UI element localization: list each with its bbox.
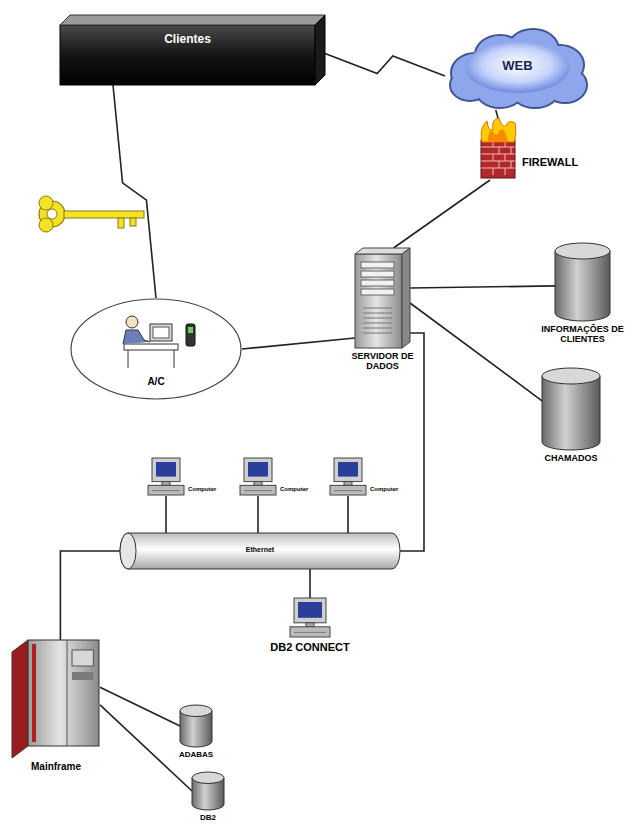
database-cylinder: CHAMADOS bbox=[542, 368, 600, 450]
network-link bbox=[410, 303, 542, 401]
network-link bbox=[410, 286, 555, 288]
computer-icon-outline bbox=[148, 458, 184, 496]
computer-icon: Computer bbox=[240, 458, 276, 496]
ethernet-bus: Ethernet bbox=[120, 533, 400, 569]
firewall-icon-outline bbox=[478, 118, 518, 180]
network-link bbox=[394, 180, 491, 248]
node-caption: FIREWALL bbox=[522, 156, 578, 169]
node-caption: DB2 bbox=[188, 813, 228, 822]
node-caption: ADABAS bbox=[166, 750, 226, 759]
network-link bbox=[165, 496, 167, 533]
network-link bbox=[496, 110, 498, 118]
network-link bbox=[309, 569, 311, 598]
network-link bbox=[347, 496, 349, 533]
computer-icon-outline bbox=[290, 598, 330, 638]
mainframe-cabinet: Mainframe bbox=[12, 640, 100, 758]
network-link bbox=[400, 333, 424, 551]
node-caption: SERVIDOR DE DADOS bbox=[350, 351, 416, 372]
database-cylinder-outline bbox=[555, 243, 610, 321]
network-link bbox=[60, 551, 120, 640]
web-cloud: WEB bbox=[445, 25, 590, 110]
client-box: Clientes bbox=[60, 15, 325, 85]
node-caption: INFORMAÇÕES DE CLIENTES bbox=[541, 324, 625, 345]
database-cylinder-outline bbox=[542, 368, 600, 450]
node-caption: DB2 CONNECT bbox=[255, 641, 365, 654]
node-caption: CHAMADOS bbox=[529, 453, 613, 463]
network-link bbox=[257, 496, 259, 533]
computer-icon: Computer bbox=[330, 458, 366, 496]
database-cylinder: ADABAS bbox=[180, 705, 212, 747]
client-box-outline bbox=[60, 15, 325, 85]
database-cylinder: DB2 bbox=[192, 772, 224, 810]
node-label: A/C bbox=[70, 376, 242, 388]
attendant-ellipse: A/C bbox=[70, 298, 242, 400]
network-link bbox=[100, 705, 192, 791]
mainframe-cabinet-outline bbox=[12, 640, 100, 758]
computer-icon: Computer bbox=[148, 458, 184, 496]
key-icon bbox=[39, 196, 144, 232]
node-caption: Computer bbox=[188, 486, 216, 493]
server-tower-outline bbox=[355, 248, 410, 348]
node-caption: Computer bbox=[370, 486, 398, 493]
node-label: Ethernet bbox=[120, 546, 400, 554]
computer-icon-outline bbox=[240, 458, 276, 496]
network-link bbox=[325, 54, 445, 77]
node-caption: Computer bbox=[280, 486, 308, 493]
node-caption: Mainframe bbox=[11, 761, 101, 773]
network-link bbox=[100, 687, 180, 726]
node-label: Clientes bbox=[60, 33, 315, 47]
server-tower: SERVIDOR DE DADOS bbox=[355, 248, 410, 348]
computer-icon: DB2 CONNECT bbox=[290, 598, 330, 638]
network-link bbox=[113, 85, 156, 298]
database-cylinder-outline bbox=[180, 705, 212, 747]
firewall-icon: FIREWALL bbox=[478, 118, 518, 180]
node-label: WEB bbox=[445, 59, 590, 74]
database-cylinder-outline bbox=[192, 772, 224, 810]
computer-icon-outline bbox=[330, 458, 366, 496]
database-cylinder: INFORMAÇÕES DE CLIENTES bbox=[555, 243, 610, 321]
network-link bbox=[242, 338, 355, 349]
